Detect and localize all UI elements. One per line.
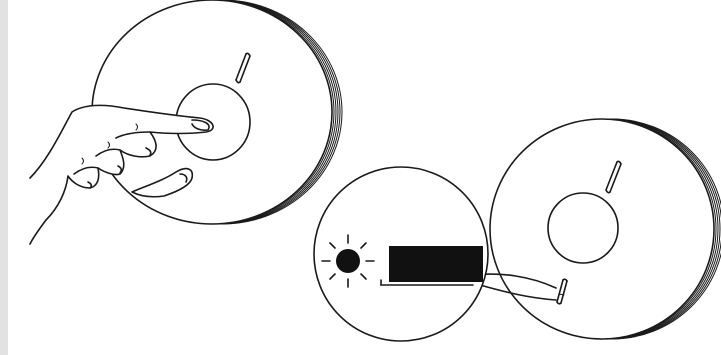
- detector-slot-icon: [235, 52, 251, 84]
- test-button: [547, 192, 619, 264]
- detector-bottom-right: [489, 118, 721, 340]
- led-indicator-slot-icon: [556, 278, 568, 305]
- detector-top-left: [91, 0, 343, 225]
- led-light-bar-icon: [380, 246, 483, 286]
- hand-pressing-test-button-icon: [29, 104, 214, 245]
- side-bar: [0, 0, 8, 355]
- callout-leader-bottom: [479, 284, 557, 301]
- sun-icon: [321, 234, 375, 288]
- detector-slot-icon: [605, 160, 622, 194]
- led-callout: [313, 166, 489, 342]
